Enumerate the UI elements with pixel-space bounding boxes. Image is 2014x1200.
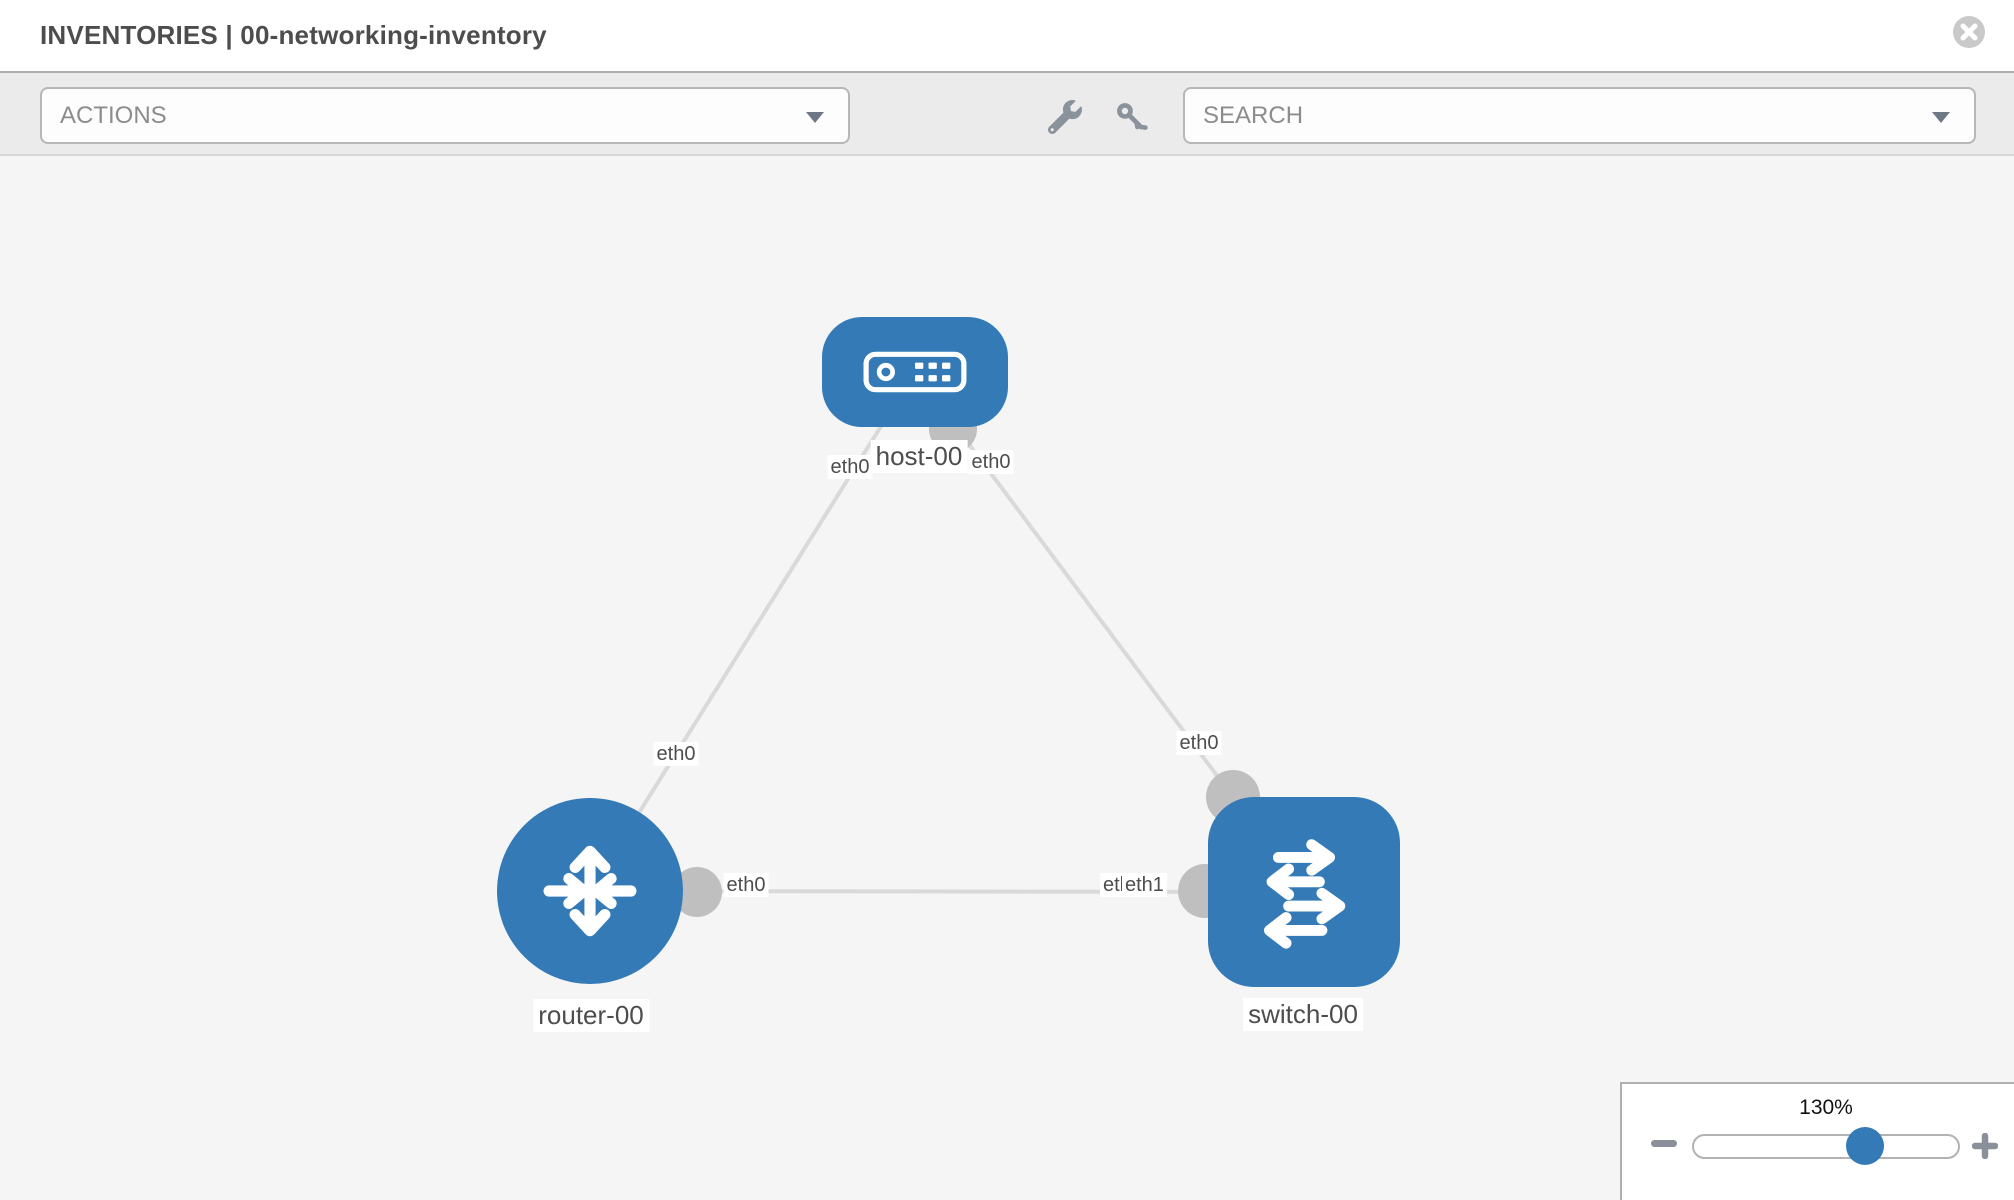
actions-select-label: ACTIONS [60, 102, 167, 129]
header: INVENTORIES | 00-networking-inventory [0, 0, 2014, 71]
iface-label-eth0: eth0 [968, 450, 1014, 474]
configure-button[interactable] [1047, 100, 1082, 135]
search-placeholder: SEARCH [1203, 102, 1304, 129]
node-host-00[interactable] [822, 317, 1008, 427]
node-router-00[interactable] [497, 798, 683, 984]
router-icon [543, 845, 637, 937]
zoom-slider-thumb[interactable] [1846, 1127, 1884, 1165]
host-icon [863, 351, 967, 393]
zoom-out-button[interactable] [1651, 1140, 1677, 1147]
credentials-button[interactable] [1114, 100, 1148, 134]
switch-icon [1264, 839, 1346, 949]
plus-icon [1971, 1132, 1999, 1160]
key-icon [1117, 103, 1148, 130]
node-label-router: router-00 [533, 999, 649, 1032]
zoom-level: 130% [1799, 1096, 1853, 1119]
toolbar: ACTIONS SEARCH [0, 71, 2014, 156]
search-select[interactable]: SEARCH [1183, 87, 1976, 144]
close-button[interactable] [1952, 15, 1986, 49]
page-title: INVENTORIES | 00-networking-inventory [40, 20, 547, 50]
iface-label-eth0: eth0 [827, 455, 873, 479]
iface-label-eth0: eth0 [723, 873, 769, 897]
chevron-down-icon [806, 112, 824, 123]
topology-canvas[interactable]: host-00 router-00 switch-00 eth0 eth0 et… [0, 156, 2014, 1200]
node-label-switch: switch-00 [1243, 998, 1363, 1031]
wrench-icon [1047, 100, 1082, 135]
iface-label-eth0: eth0 [1176, 731, 1222, 755]
link-endpoint [672, 867, 722, 917]
chevron-down-icon [1932, 112, 1950, 123]
zoom-panel: 130% [1620, 1082, 2014, 1200]
iface-label-eth0: eth0 [653, 742, 699, 766]
iface-label-eth1: eth1 [1122, 873, 1167, 897]
links-layer [588, 370, 1306, 918]
zoom-slider[interactable] [1692, 1134, 1960, 1159]
actions-select[interactable]: ACTIONS [40, 87, 850, 144]
zoom-in-button[interactable] [1971, 1132, 1999, 1160]
node-label-host: host-00 [870, 440, 968, 473]
close-icon [1953, 16, 1985, 48]
node-switch-00[interactable] [1208, 797, 1400, 987]
